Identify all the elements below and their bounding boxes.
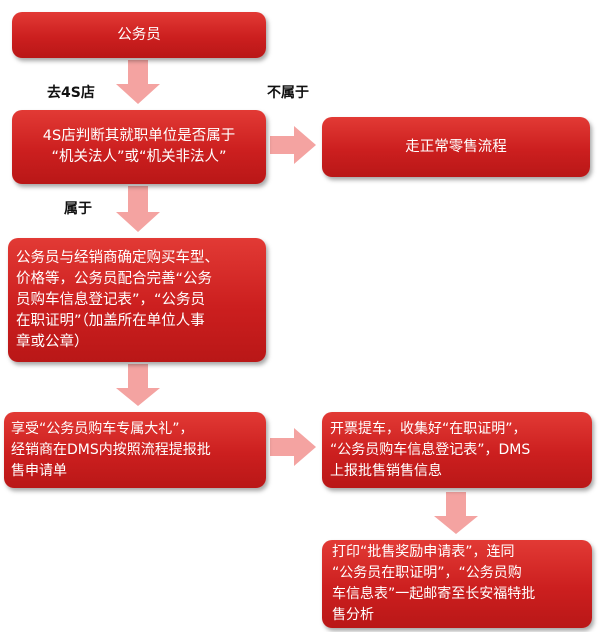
node-print-form-line: 售分析	[332, 607, 374, 623]
node-enjoy-gift-line: 享受“公务员购车专属大礼”，	[11, 420, 194, 437]
node-confirm-car-line: 章或公章）	[16, 333, 89, 350]
node-confirm-car-line: 公务员与经销商确定购买车型、	[16, 249, 219, 266]
node-print-form-line: 打印“批售奖励申请表”，连同	[332, 544, 515, 560]
node-invoice-line: “公务员购车信息登记表”，DMS	[330, 441, 531, 458]
node-check-unit-line: “机关法人”或“机关非法人”	[51, 149, 227, 165]
arrow-down-3	[116, 364, 160, 406]
node-enjoy-gift-line: 经销商在DMS内按照流程提报批	[11, 441, 211, 458]
node-print-form: 打印“批售奖励申请表”，连同 “公务员在职证明”，“公务员购 车信息表”一起邮寄…	[322, 540, 592, 628]
arrow-right-1	[270, 126, 316, 164]
arrow-right-2	[270, 428, 316, 466]
node-invoice-line: 上报批售销售信息	[330, 462, 442, 479]
node-confirm-car-line: 在职证明”（加盖所在单位人事	[16, 312, 205, 329]
node-civil-servant: 公务员	[12, 12, 266, 58]
node-check-unit: 4S店判断其就职单位是否属于 “机关法人”或“机关非法人”	[12, 110, 266, 184]
node-invoice-line: 开票提车，收集好“在职证明”，	[330, 420, 527, 437]
label-not-belong: 不属于	[267, 85, 309, 101]
node-normal-retail-text: 走正常零售流程	[405, 138, 507, 155]
arrow-down-1	[116, 60, 160, 104]
node-enjoy-gift-line: 售申请单	[11, 462, 67, 479]
node-invoice: 开票提车，收集好“在职证明”， “公务员购车信息登记表”，DMS 上报批售销售信…	[322, 412, 592, 488]
node-normal-retail: 走正常零售流程	[322, 117, 590, 177]
label-belong: 属于	[64, 201, 92, 217]
node-civil-servant-text: 公务员	[117, 26, 161, 43]
arrow-down-2	[116, 186, 160, 232]
node-print-form-line: “公务员在职证明”，“公务员购	[332, 565, 522, 581]
node-enjoy-gift: 享受“公务员购车专属大礼”， 经销商在DMS内按照流程提报批 售申请单	[4, 412, 266, 488]
node-check-unit-line: 4S店判断其就职单位是否属于	[42, 128, 236, 144]
node-print-form-line: 车信息表”一起邮寄至长安福特批	[332, 586, 536, 602]
node-confirm-car-line: 员购车信息登记表”，“公务员	[16, 291, 206, 308]
node-confirm-car-line: 价格等，公务员配合完善“公务	[16, 270, 213, 287]
node-confirm-car: 公务员与经销商确定购买车型、 价格等，公务员配合完善“公务 员购车信息登记表”，…	[8, 238, 266, 362]
label-to-4s: 去4S店	[47, 85, 95, 101]
arrow-down-4	[434, 492, 478, 534]
